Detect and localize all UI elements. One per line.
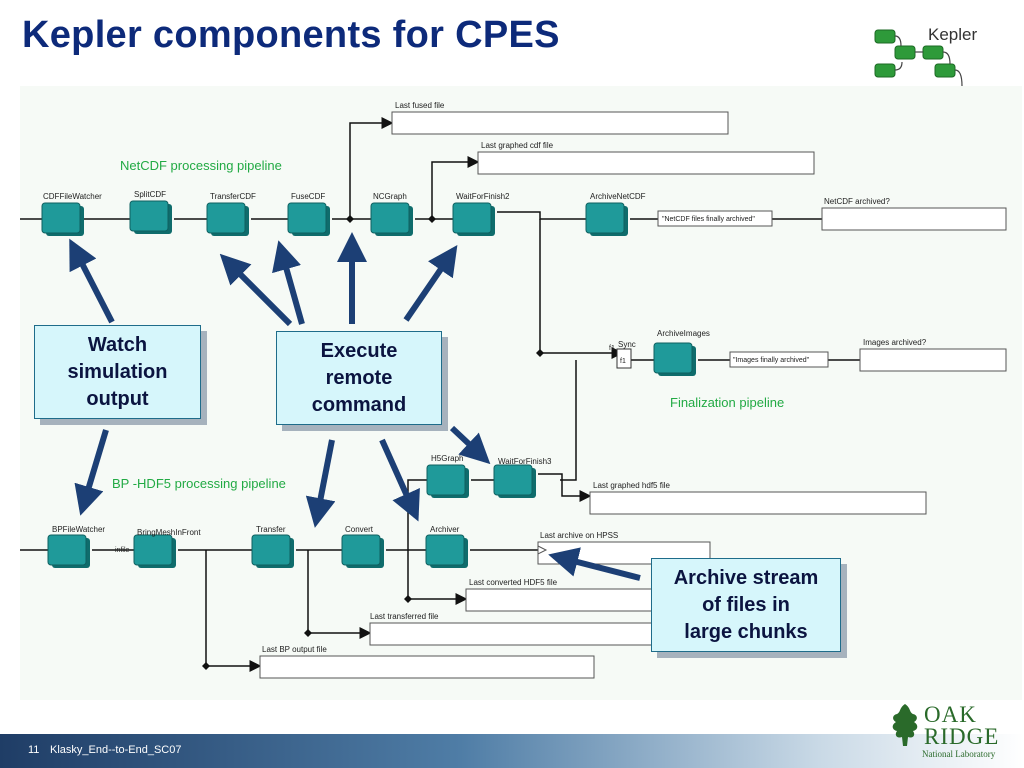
ornl-lab-text: National Laboratory xyxy=(922,749,996,759)
actor-label-cdf-file-watcher: CDFFileWatcher xyxy=(43,192,102,201)
actor-label-archive-netcdf: ArchiveNetCDF xyxy=(590,192,646,201)
netcdf-link-nodes xyxy=(346,215,544,357)
display-label-netcdf-archived: NetCDF archived? xyxy=(824,197,890,206)
actor-bp-file-watcher: BPFileWatcher xyxy=(47,525,105,568)
actor-split-cdf: SplitCDF xyxy=(129,190,172,234)
callout-execute-line-2: remote xyxy=(325,367,393,389)
actor-label-h5-graph: H5Graph xyxy=(431,454,463,463)
actor-label-split-cdf: SplitCDF xyxy=(134,190,166,199)
callout-execute-line-1: Execute xyxy=(320,340,398,362)
callout-archive-line-2: of files in xyxy=(702,594,790,616)
actor-label-transfer-cdf: TransferCDF xyxy=(210,192,256,201)
slide-number: 11 xyxy=(28,744,40,756)
actor-label-fuse-cdf: FuseCDF xyxy=(291,192,325,201)
actor-bring-mesh-in-front: BringMeshInFront xyxy=(133,528,201,568)
constant-images-finally-archived: "Images finally archived" xyxy=(729,351,829,368)
callout-archive-line-1: Archive stream xyxy=(673,567,819,589)
actor-label-bp-file-watcher: BPFileWatcher xyxy=(52,525,105,534)
bp-link-nodes xyxy=(202,595,412,670)
actor-wait-for-finish3: WaitForFinish3 xyxy=(493,457,552,498)
callout-archive-line-3: large chunks xyxy=(684,621,808,643)
ornl-logo: OAK RIDGE National Laboratory xyxy=(888,700,1008,762)
oak-leaf-icon xyxy=(892,704,918,746)
actor-label-wait-for-finish3: WaitForFinish3 xyxy=(498,457,552,466)
actor-label-bring-mesh-in-front: BringMeshInFront xyxy=(137,528,201,537)
display-last-fused-file: Last fused file xyxy=(391,101,729,135)
actor-wait-for-finish2: WaitForFinish2 xyxy=(452,192,510,236)
finalization-pipeline-label: Finalization pipeline xyxy=(670,395,784,410)
actor-archive-netcdf: ArchiveNetCDF xyxy=(585,192,646,236)
actor-label-nc-graph: NCGraph xyxy=(373,192,407,201)
slide-title: Kepler components for CPES xyxy=(22,14,560,56)
infile-port-label: infile xyxy=(115,547,130,554)
actor-sync: Sync f1 f1 xyxy=(609,340,636,369)
callout-watch-simulation-output: Watch simulation output xyxy=(34,325,201,419)
callout-archive-stream: Archive stream of files in large chunks xyxy=(651,558,841,652)
display-images-archived: Images archived? xyxy=(859,338,1007,372)
actor-label-convert: Convert xyxy=(345,525,374,534)
footer-text: Klasky_End--to-End_SC07 xyxy=(50,744,182,756)
constant-netcdf-finally-archived: "NetCDF files finally archived" xyxy=(657,210,773,227)
callout-watch-line-1: Watch xyxy=(87,334,148,356)
display-last-converted-hdf5-file: Last converted HDF5 file xyxy=(465,578,657,612)
footer-bar xyxy=(0,734,1024,768)
display-last-graphed-hdf5-file: Last graphed hdf5 file xyxy=(589,481,927,515)
actor-fuse-cdf: FuseCDF xyxy=(287,192,330,236)
display-label-last-converted-hdf5-file: Last converted HDF5 file xyxy=(469,578,558,587)
actor-transfer-cdf: TransferCDF xyxy=(206,192,256,236)
display-label-last-archive-on-hpss: Last archive on HPSS xyxy=(540,531,618,540)
actor-h5-graph: H5Graph xyxy=(426,454,469,498)
callout-watch-line-3: output xyxy=(86,388,149,410)
netcdf-pipeline-links xyxy=(20,117,860,481)
actor-convert: Convert xyxy=(341,525,384,568)
bp-hdf5-pipeline-label: BP -HDF5 processing pipeline xyxy=(112,476,286,491)
actor-label-sync: Sync xyxy=(618,340,636,349)
display-label-last-fused-file: Last fused file xyxy=(395,101,445,110)
actor-label-transfer: Transfer xyxy=(256,525,286,534)
actor-archiver: Archiver xyxy=(425,525,468,568)
callout-execute-line-3: command xyxy=(311,394,407,416)
display-label-images-archived: Images archived? xyxy=(863,338,927,347)
actor-label-archive-images: ArchiveImages xyxy=(657,329,710,338)
callout-watch-line-2: simulation xyxy=(67,361,168,383)
kepler-logo-text: Kepler xyxy=(928,25,977,44)
ornl-oak-text: OAK xyxy=(924,702,977,727)
ornl-ridge-text: RIDGE xyxy=(924,724,1000,749)
display-label-last-transferred-file: Last transferred file xyxy=(370,612,439,621)
callout-pointers xyxy=(69,232,641,581)
display-label-last-bp-output-file: Last BP output file xyxy=(262,645,327,654)
sync-port-out: f1 xyxy=(620,358,626,365)
constant-label-netcdf: "NetCDF files finally archived" xyxy=(662,216,755,223)
display-netcdf-archived: NetCDF archived? xyxy=(821,197,1007,231)
display-label-last-graphed-hdf5-file: Last graphed hdf5 file xyxy=(593,481,670,490)
actor-label-archiver: Archiver xyxy=(430,525,460,534)
actor-transfer: Transfer xyxy=(251,525,294,568)
sync-port-in: f1 xyxy=(609,345,615,352)
actor-archive-images: ArchiveImages xyxy=(653,329,710,376)
actor-label-wait-for-finish2: WaitForFinish2 xyxy=(456,192,510,201)
display-label-last-graphed-cdf-file: Last graphed cdf file xyxy=(481,141,554,150)
actor-nc-graph: NCGraph xyxy=(370,192,413,236)
display-last-graphed-cdf-file: Last graphed cdf file xyxy=(477,141,815,175)
actor-cdf-file-watcher: CDFFileWatcher xyxy=(41,192,102,236)
display-last-transferred-file: Last transferred file xyxy=(369,612,657,646)
display-last-bp-output-file: Last BP output file xyxy=(259,645,595,679)
constant-label-images: "Images finally archived" xyxy=(733,357,810,364)
kepler-workflow-diagram: CDFFileWatcher SplitCDF TransferCDF Fuse… xyxy=(20,101,1007,679)
callout-execute-remote-command: Execute remote command xyxy=(276,331,442,425)
netcdf-pipeline-label: NetCDF processing pipeline xyxy=(120,158,282,173)
